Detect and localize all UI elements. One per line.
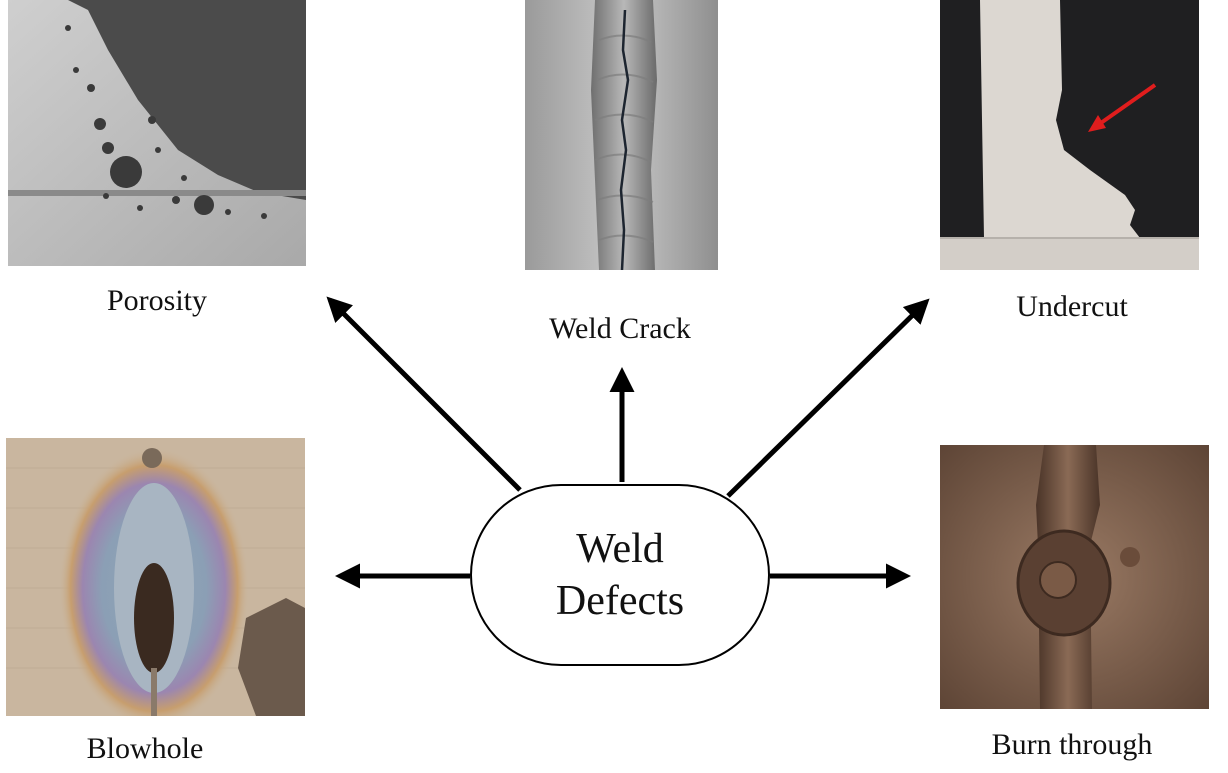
porosity-image — [8, 0, 306, 266]
burn-through-label: Burn through — [992, 728, 1153, 762]
undercut-image — [940, 0, 1199, 270]
weld-defects-node: Weld Defects — [470, 484, 770, 666]
weld-crack-image — [525, 0, 718, 270]
burn-through-image — [940, 445, 1209, 709]
arrow-to-undercut — [728, 302, 926, 496]
blowhole-label: Blowhole — [87, 732, 204, 766]
center-title-line1: Weld — [556, 523, 684, 575]
porosity-label: Porosity — [107, 284, 207, 318]
weld-defects-title: Weld Defects — [556, 523, 684, 627]
blowhole-image — [6, 438, 305, 716]
center-title-line2: Defects — [556, 575, 684, 627]
undercut-label: Undercut — [1016, 290, 1128, 324]
arrow-to-porosity — [330, 300, 520, 490]
weld-crack-label: Weld Crack — [549, 312, 691, 346]
